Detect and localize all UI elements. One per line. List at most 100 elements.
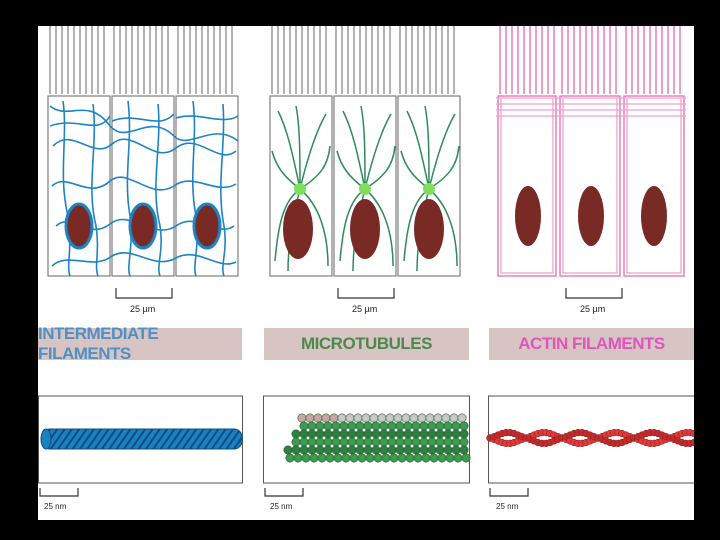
tubulin-subunit [387,429,397,439]
tubulin-subunit [313,413,323,423]
tubulin-subunit [459,421,469,431]
tubulin-subunit [297,413,307,423]
actin-cell-3 [623,26,685,277]
tubulin-subunit [377,413,387,423]
tubulin-subunit [317,453,327,463]
tubulin-subunit [299,429,309,439]
if-cell-2 [111,26,175,277]
tubulin-subunit [371,437,381,447]
tubulin-subunit [395,421,405,431]
tubulin-subunit [409,413,419,423]
tubulin-subunit [323,421,333,431]
tubulin-subunit [307,429,317,439]
tubulin-subunit [387,445,397,455]
tubulin-subunit [429,453,439,463]
scale-bar [264,488,304,497]
tubulin-subunit [285,453,295,463]
tubulin-subunit [437,453,447,463]
tubulin-subunit [355,421,365,431]
tubulin-subunit [445,453,455,463]
tubulin-subunit [425,413,435,423]
tubulin-subunit [433,413,443,423]
tubulin-subunit [411,437,421,447]
tubulin-subunit [347,437,357,447]
tubulin-subunit [325,453,335,463]
tubulin-subunit [341,453,351,463]
tubulin-subunit [419,421,429,431]
tubulin-subunit [371,421,381,431]
if-cells [47,26,239,277]
cell-scale-label: 25 µm [130,304,156,314]
tubulin-subunit [315,421,325,431]
tubulin-subunit [301,453,311,463]
tubulin-subunit [419,445,429,455]
nucleus [64,202,94,250]
tubulin-subunit [331,437,341,447]
tubulin-subunit [363,429,373,439]
tubulin-subunit [291,445,301,455]
tubulin-subunit [403,437,413,447]
actin-cell-2 [559,26,621,277]
mt-nuclei [283,199,444,259]
tubulin-subunit [363,421,373,431]
tubulin-subunit [417,413,427,423]
tubulin-subunit [365,453,375,463]
tubulin-subunit [405,453,415,463]
scale-bar [337,288,395,299]
tubulin-subunit [453,453,463,463]
tubulin-subunit [379,445,389,455]
actin-cell-1 [497,26,557,277]
microtubules-banner: MICROTUBULES [264,328,469,360]
scale-bar [115,288,173,299]
tubulin-subunit [355,437,365,447]
tubulin-subunit [339,429,349,439]
tubulin-subunit [443,429,453,439]
nucleus [641,186,667,246]
tubulin-subunit [379,421,389,431]
filament-scale-label: 25 nm [496,502,519,511]
tubulin-subunit [427,445,437,455]
tubulin-subunit [419,429,429,439]
scale-bar [489,488,529,497]
actin-filament [486,428,694,448]
tubulin-subunit [379,429,389,439]
tubulin-subunit [321,413,331,423]
tubulin-subunit [451,429,461,439]
tubulin-subunit [363,437,373,447]
tubulin-subunit [293,453,303,463]
tubulin-subunit [357,453,367,463]
tubulin-subunit [315,429,325,439]
centrosome [294,183,306,195]
tubulin-subunit [307,437,317,447]
tubulin-subunit [459,437,469,447]
tubulin-subunit [427,429,437,439]
tubulin-subunit [403,421,413,431]
actin-nuclei [515,186,667,246]
nucleus [578,186,604,246]
tubulin-subunit [323,429,333,439]
tubulin-subunit [395,437,405,447]
tubulin-subunit [387,437,397,447]
tubulin-subunit [435,437,445,447]
tubulin-subunit [323,437,333,447]
tubulin-subunit [315,445,325,455]
tubulin-subunit [323,445,333,455]
tubulin-subunit [401,413,411,423]
nucleus [128,202,158,250]
mt-filament [283,413,471,463]
tubulin-subunit [355,445,365,455]
tubulin-subunit [435,429,445,439]
diagram-svg [38,26,694,497]
tubulin-subunit [451,445,461,455]
mt-filament-box [263,395,470,484]
tubulin-subunit [299,437,309,447]
tubulin-subunit [387,421,397,431]
if-network [49,100,239,277]
tubulin-subunit [299,421,309,431]
tubulin-subunit [371,445,381,455]
tubulin-subunit [345,413,355,423]
scale-bar [39,488,79,497]
tubulin-subunit [291,429,301,439]
tubulin-subunit [443,437,453,447]
tubulin-subunit [329,413,339,423]
